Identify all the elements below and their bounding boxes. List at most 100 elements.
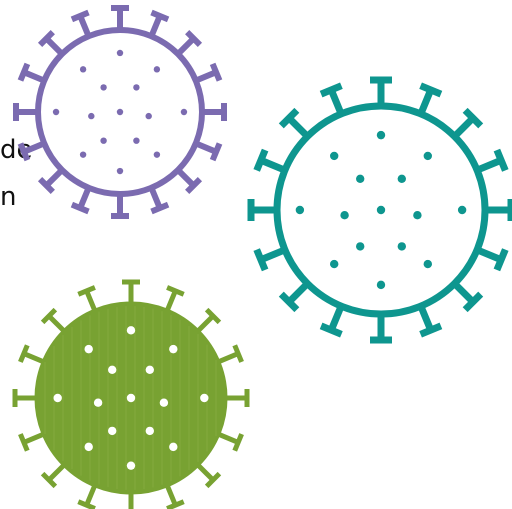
green-virus-dot — [145, 426, 154, 436]
green-virus-spike — [216, 431, 240, 445]
teal-virus-dot — [397, 174, 406, 183]
green-virus-spike-cap — [232, 344, 244, 363]
teal-virus-dot — [340, 211, 349, 220]
green-virus-spike-cap — [18, 344, 30, 363]
purple-virus-dot — [145, 112, 152, 120]
green-virus-dot — [200, 393, 209, 403]
green-virus-spike — [84, 483, 98, 507]
green-virus-dot — [93, 398, 103, 407]
purple-virus-spike — [194, 140, 218, 155]
teal-virus-icon — [247, 76, 512, 344]
purple-virus-spike — [175, 167, 196, 188]
teal-virus-dot — [423, 151, 432, 161]
purple-virus-dot — [79, 151, 87, 158]
teal-virus-dot — [413, 211, 422, 220]
purple-virus-spike — [22, 69, 46, 84]
purple-virus-spike-cap — [17, 142, 31, 162]
green-virus-spike — [22, 351, 46, 365]
purple-virus-spike — [44, 167, 65, 188]
green-virus-dot — [169, 442, 178, 452]
teal-virus-spike — [475, 157, 503, 174]
purple-virus-spike — [77, 14, 92, 38]
teal-virus-spike-cap — [253, 148, 269, 172]
green-virus-spike — [195, 314, 215, 334]
purple-virus-dot — [153, 66, 161, 73]
teal-virus-dot — [423, 259, 432, 269]
purple-virus-icon — [13, 5, 227, 219]
teal-virus-dot — [376, 280, 386, 290]
purple-virus-spike — [148, 14, 163, 38]
purple-virus-spike — [194, 69, 218, 84]
purple-virus-spike-cap — [37, 29, 55, 47]
teal-virus-dot — [356, 242, 365, 251]
purple-virus-dot — [88, 112, 95, 120]
green-virus-spike — [84, 289, 98, 313]
green-virus-dot — [108, 365, 117, 374]
teal-virus-spike-cap — [462, 291, 484, 313]
teal-virus-spike — [286, 281, 310, 305]
teal-virus-dot — [356, 174, 365, 183]
teal-virus-spike — [328, 88, 345, 116]
purple-virus-spike-cap — [37, 177, 55, 195]
teal-virus-spike-cap — [278, 107, 300, 129]
green-virus-spike — [47, 462, 67, 482]
green-virus-spike — [22, 431, 46, 445]
teal-virus-spike-cap — [319, 322, 343, 338]
purple-virus-spike-cap — [150, 9, 170, 23]
purple-virus-spike-cap — [70, 9, 90, 23]
teal-virus-spike — [475, 246, 503, 263]
green-virus-spike — [216, 351, 240, 365]
green-virus-dot — [84, 442, 93, 452]
green-virus-spike — [195, 462, 215, 482]
teal-virus-spike — [452, 281, 476, 305]
green-virus-spike — [164, 289, 178, 313]
teal-virus-spike-cap — [253, 248, 269, 272]
purple-virus-dot — [153, 151, 161, 158]
purple-virus-dot — [133, 137, 140, 144]
green-virus-spike-cap — [166, 499, 185, 509]
green-virus-spike-cap — [40, 307, 58, 325]
green-virus-dot — [126, 326, 136, 335]
teal-virus-spike-cap — [419, 82, 443, 98]
teal-virus-spike — [286, 115, 310, 139]
purple-virus-dot — [133, 84, 140, 91]
green-virus-dot — [126, 393, 136, 403]
purple-virus-spike-cap — [70, 201, 90, 215]
purple-virus-dot — [100, 84, 107, 91]
purple-virus-spike-cap — [209, 62, 223, 82]
green-virus-dot — [53, 393, 62, 403]
teal-virus-dot — [330, 259, 339, 269]
teal-virus-spike-cap — [493, 248, 509, 272]
green-virus-dot — [108, 426, 117, 436]
green-virus-icon — [12, 279, 250, 509]
teal-virus-spike-cap — [493, 148, 509, 172]
green-virus-spike-cap — [166, 285, 185, 297]
teal-virus-spike — [328, 304, 345, 332]
purple-virus-dot — [79, 66, 87, 73]
green-virus-spike-cap — [232, 433, 244, 452]
teal-virus-spike-cap — [462, 107, 484, 129]
green-virus-dot — [159, 398, 169, 407]
purple-virus-spike — [44, 36, 65, 57]
purple-virus-spike — [77, 186, 92, 210]
teal-virus-dot — [397, 242, 406, 251]
green-virus-dot — [84, 344, 93, 354]
green-virus-dot — [145, 365, 154, 374]
teal-virus-spike — [417, 304, 434, 332]
teal-virus-dot — [376, 205, 386, 215]
purple-virus-spike — [22, 140, 46, 155]
teal-virus-dot — [330, 151, 339, 161]
partial-text-line-2: n — [0, 182, 17, 212]
green-virus-spike-cap — [40, 471, 58, 489]
purple-virus-spike — [175, 36, 196, 57]
teal-virus-dot — [295, 205, 305, 215]
purple-virus-spike-cap — [150, 201, 170, 215]
purple-virus-dot — [116, 108, 124, 116]
purple-virus-dot — [116, 167, 124, 175]
green-virus-spike — [47, 314, 67, 334]
green-virus-dot — [126, 461, 136, 470]
green-virus-spike-cap — [77, 285, 96, 297]
teal-virus-spike-cap — [419, 322, 443, 338]
